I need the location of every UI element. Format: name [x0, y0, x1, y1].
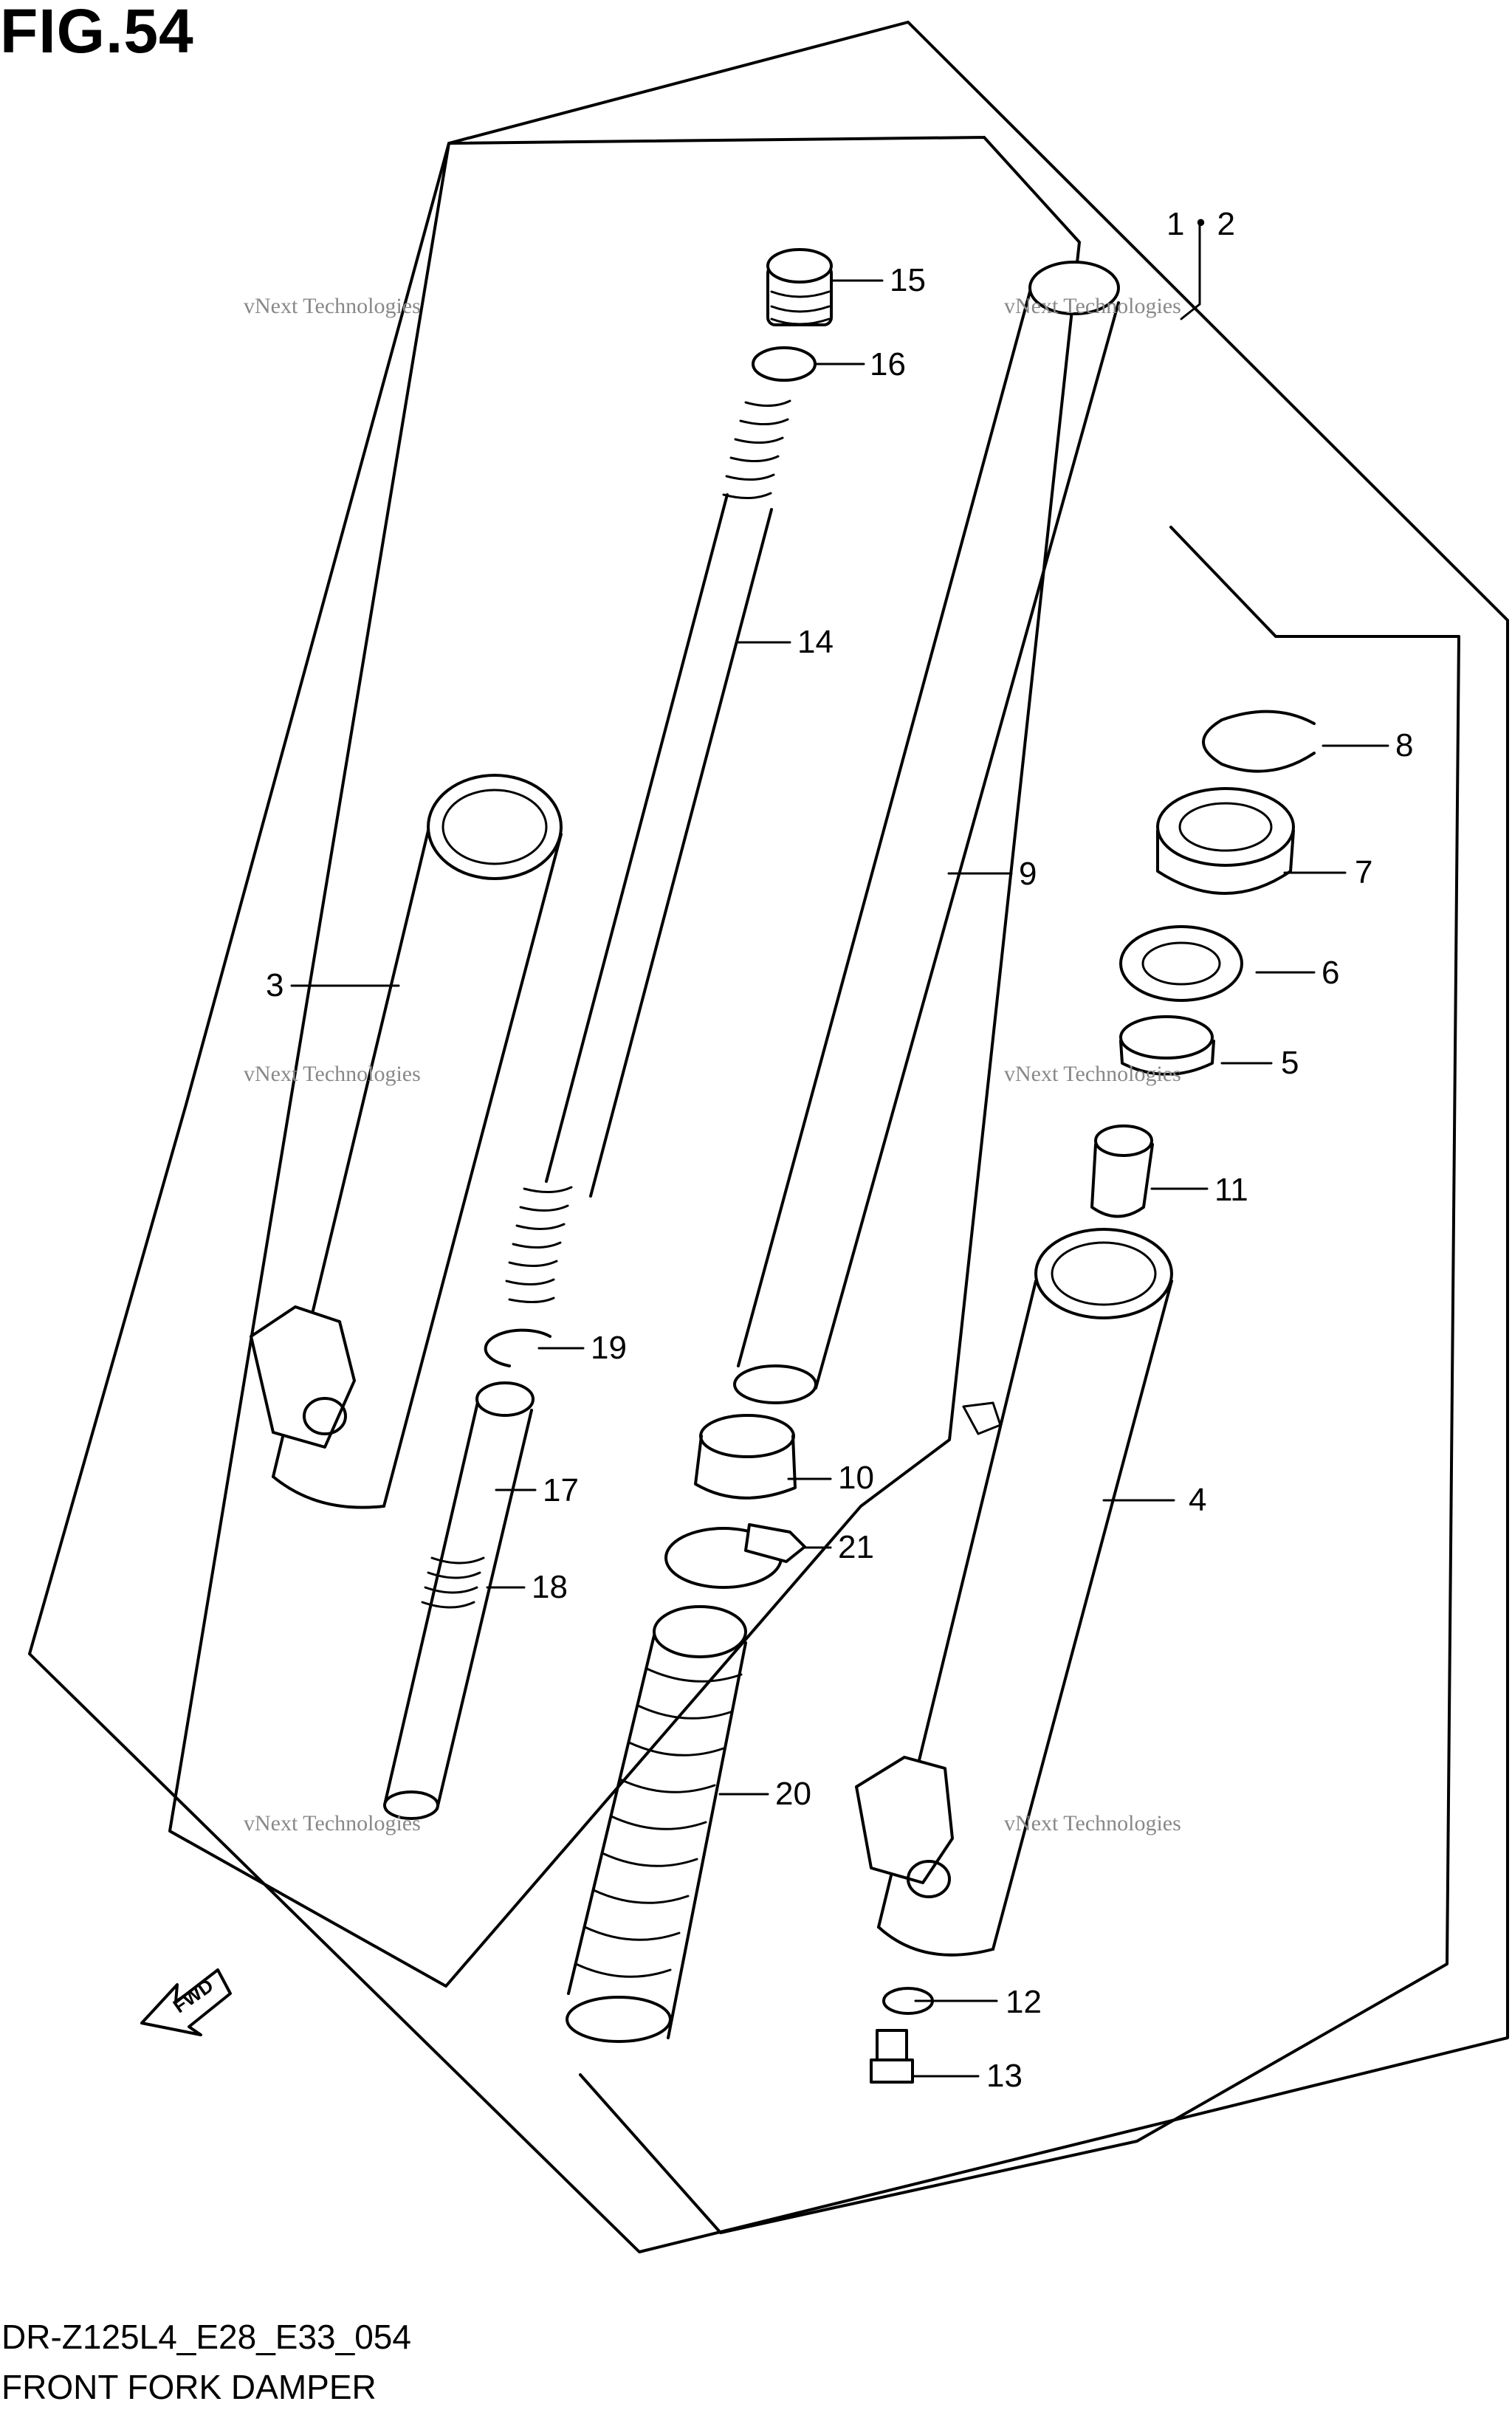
inner-box-right — [579, 526, 1460, 2234]
callout-5: 5 — [1281, 1045, 1299, 1081]
callout-14: 14 — [797, 624, 834, 660]
part-17-damper-sleeve — [383, 1381, 535, 1820]
callout-3: 3 — [266, 967, 284, 1003]
part-13-drain-bolt — [870, 2029, 914, 2084]
part-16-o-ring — [752, 346, 817, 382]
callout-7: 7 — [1355, 854, 1373, 890]
diagram-name: FRONT FORK DAMPER — [1, 2368, 377, 2406]
figure-title: FIG.54 — [0, 0, 194, 66]
part-20-fork-boot — [566, 1605, 747, 2043]
part-11-oil-lock-piece — [1090, 1124, 1154, 1218]
part-3-outer-tube — [250, 774, 563, 1509]
callout-16: 16 — [870, 346, 906, 382]
part-14-damper-rod — [505, 399, 791, 1303]
callout-11: 11 — [1214, 1172, 1248, 1208]
callout-17: 17 — [543, 1472, 579, 1508]
part-18-spring — [421, 1556, 485, 1609]
part-7-oil-seal — [1156, 787, 1295, 895]
part-10-slide-bushing — [694, 1414, 797, 1500]
outer-enclosure — [28, 21, 1509, 2253]
part-19-snap-ring — [484, 1328, 551, 1367]
part-12-gasket — [882, 1987, 934, 2015]
callout-13: 13 — [986, 2058, 1023, 2094]
callout-15: 15 — [890, 262, 926, 298]
part-5-guide-bushing — [1119, 1015, 1215, 1076]
callout-1-2: 1・2 — [1166, 206, 1235, 242]
callout-6: 6 — [1322, 955, 1340, 991]
callout-12: 12 — [1006, 1984, 1042, 2020]
callout-4: 4 — [1189, 1482, 1207, 1518]
callout-8: 8 — [1395, 727, 1414, 763]
inner-box-left — [168, 136, 1081, 1988]
diagram-code: DR-Z125L4_E28_E33_054 — [1, 2318, 411, 2356]
callout-21: 21 — [838, 1529, 874, 1565]
callout-18: 18 — [532, 1569, 568, 1605]
part-9-inner-tube — [733, 261, 1120, 1404]
callout-20: 20 — [775, 1776, 811, 1812]
part-15-cap-bolt — [766, 248, 833, 326]
part-6-seal-spacer — [1119, 925, 1243, 1002]
callout-9: 9 — [1019, 856, 1037, 892]
part-4-outer-tube — [855, 1228, 1173, 1957]
part-8-retaining-clip — [1202, 710, 1316, 773]
fwd-arrow-icon — [140, 1968, 232, 2036]
callout-10: 10 — [838, 1460, 874, 1496]
part-21-boot-clamp — [664, 1523, 806, 1589]
leader-lines — [290, 220, 1389, 2078]
callout-19: 19 — [591, 1330, 627, 1366]
